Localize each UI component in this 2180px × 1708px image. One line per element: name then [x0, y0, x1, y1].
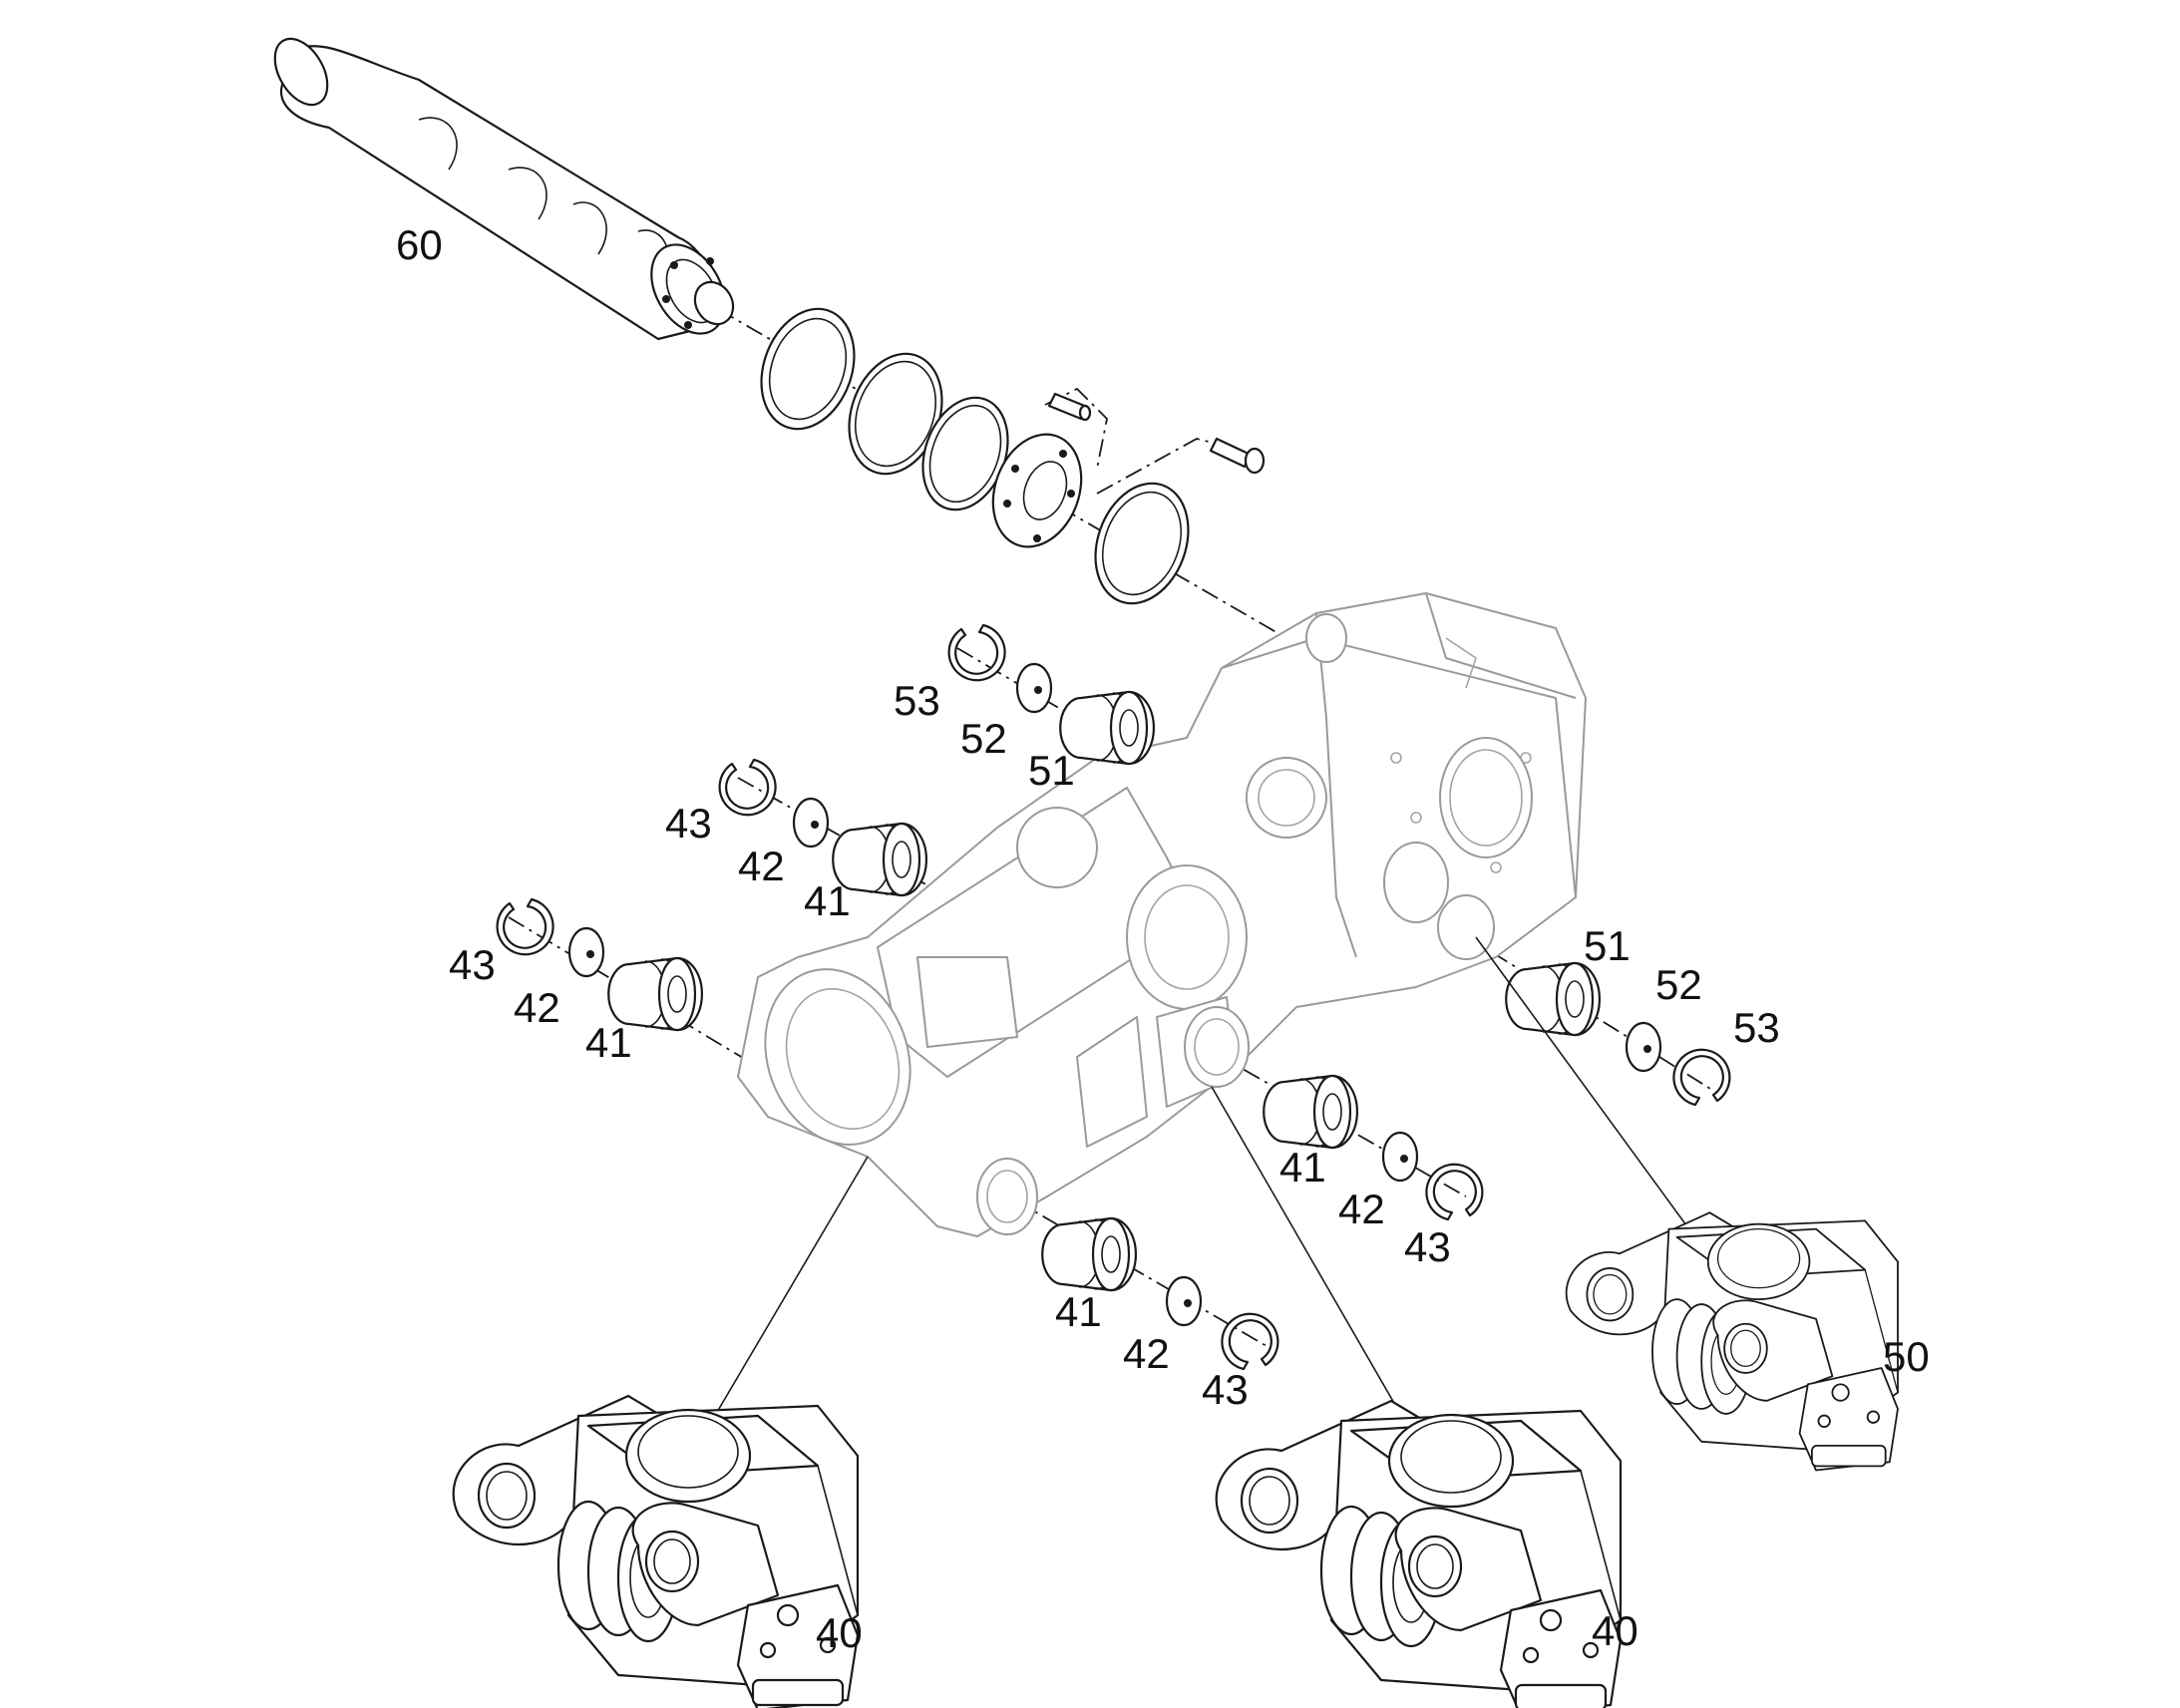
callout-42: 42 — [514, 984, 560, 1031]
bolt — [1209, 437, 1266, 475]
dowel-pin — [1047, 392, 1092, 422]
callout-53: 53 — [1733, 1004, 1780, 1051]
callout-51: 51 — [1028, 747, 1075, 794]
seal-ring-1 — [760, 307, 856, 431]
callout-40: 40 — [816, 1609, 863, 1656]
callout-53: 53 — [894, 677, 940, 724]
callout-43: 43 — [1202, 1366, 1249, 1413]
snap-ring-43-upper — [718, 758, 777, 817]
washer-42-upper — [792, 797, 830, 849]
callout-52: 52 — [1655, 961, 1702, 1008]
callout-41: 41 — [1055, 1288, 1102, 1335]
leader-line-50 — [1475, 936, 1706, 1252]
snap-ring-53-top — [947, 623, 1006, 682]
callout-50: 50 — [1883, 1333, 1930, 1380]
callout-42: 42 — [1123, 1330, 1170, 1377]
seal-ring-4 — [1094, 482, 1190, 605]
washer-42-left — [567, 926, 605, 978]
axle-unit-40-left — [452, 1394, 860, 1708]
callout-43: 43 — [1404, 1223, 1451, 1270]
washer-52-right — [1625, 1021, 1662, 1073]
callout-40: 40 — [1592, 1607, 1638, 1654]
callout-43: 43 — [665, 800, 712, 847]
callout-60: 60 — [396, 221, 443, 268]
callout-41: 41 — [585, 1019, 632, 1066]
callout-52: 52 — [960, 715, 1007, 762]
snap-ring-43-left — [496, 897, 554, 956]
bushing-axis-line-center — [1186, 1036, 1467, 1197]
leader-line-40a — [702, 1156, 869, 1437]
bushing-41-center — [1263, 1074, 1359, 1150]
callout-42: 42 — [738, 843, 785, 889]
axle-unit-40-center — [1215, 1399, 1623, 1708]
callout-42: 42 — [1338, 1186, 1385, 1232]
washer-52-top — [1015, 662, 1053, 714]
callout-41: 41 — [804, 877, 851, 924]
shaft-part-60 — [273, 37, 735, 341]
bushing-41-bottom — [1041, 1216, 1138, 1292]
axle-unit-50 — [1565, 1211, 1899, 1472]
callout-43: 43 — [449, 941, 496, 988]
snap-ring-43-bottom — [1221, 1312, 1279, 1371]
snap-ring-53-right — [1672, 1048, 1731, 1107]
main-frame-housing — [737, 592, 1587, 1237]
callout-51: 51 — [1584, 922, 1631, 969]
callout-41: 41 — [1279, 1144, 1326, 1191]
washer-42-bottom — [1165, 1275, 1203, 1327]
flange-disc — [991, 433, 1083, 548]
washer-42-center — [1381, 1131, 1419, 1183]
snap-ring-43-center — [1425, 1163, 1484, 1221]
